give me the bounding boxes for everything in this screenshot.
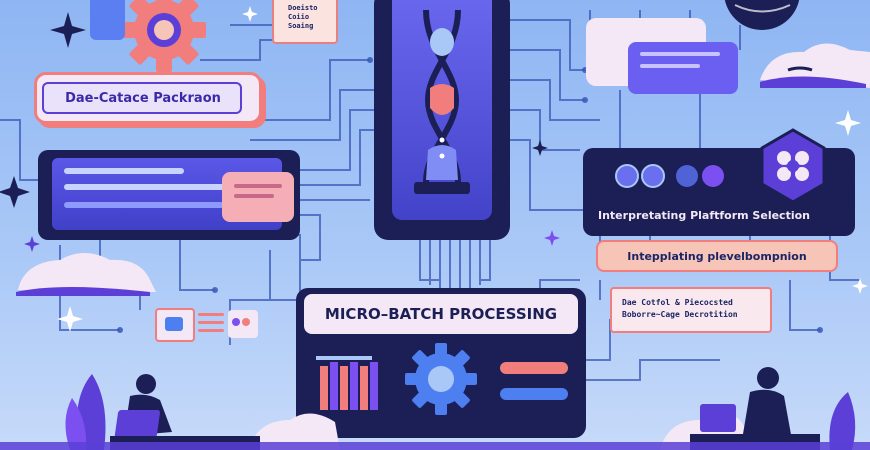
top-note-line2: Coiio <box>288 13 310 21</box>
top-note-card: Doeisto Coiio Soaing <box>272 0 338 44</box>
gear-icon <box>405 343 477 415</box>
pink-line-1 <box>234 184 282 188</box>
chat-line-1 <box>198 313 224 316</box>
panel-line-2 <box>64 184 254 190</box>
pink-note-card <box>222 172 294 222</box>
deco-note-card: Dae Cotfol & Piecocsted Boborre~Cage Dec… <box>610 287 772 333</box>
person-dot-1 <box>232 318 240 326</box>
pink-line-2 <box>234 194 274 198</box>
chat-line-3 <box>198 329 224 332</box>
batch-bars <box>316 356 378 410</box>
deco-line-1: Dae Cotfol & Piecocsted <box>622 298 733 307</box>
top-note-line1: Doeisto <box>288 4 318 12</box>
person-dot-2 <box>242 318 250 326</box>
top-note-line3: Soaing <box>288 22 314 30</box>
status-dots <box>615 164 724 188</box>
data-cache-label: Dae-Catace Packraon <box>65 90 221 106</box>
panel-line-1 <box>64 168 184 174</box>
platform-selection-label: Interpretating Plaftform Selection <box>598 208 810 222</box>
inner-line-2 <box>640 64 700 68</box>
data-cache-label-frame <box>42 82 242 114</box>
deco-line-2: Boborre~Cage Decrotition <box>622 310 738 319</box>
chat-card <box>155 308 195 342</box>
right-top-card-inner <box>628 42 738 94</box>
interpolating-label: Intepplating plevelbompnion <box>627 249 807 263</box>
chip-tile <box>90 0 125 40</box>
hexagon-node-icon <box>760 128 826 204</box>
panel-line-3 <box>64 202 224 208</box>
progress-bar-2 <box>500 388 568 400</box>
chat-icon <box>165 317 183 331</box>
hourglass-icon <box>414 9 470 194</box>
chat-line-2 <box>198 321 224 324</box>
progress-bar-1 <box>500 362 568 374</box>
interpolating-pill <box>596 240 838 272</box>
inner-line-1 <box>640 52 720 56</box>
chat-lines <box>198 313 224 337</box>
gear-icon <box>122 0 206 72</box>
people-tile <box>228 310 258 338</box>
micro-batch-header <box>304 294 578 334</box>
micro-batch-title: MICRO–BATCH PROCESSING <box>324 305 558 323</box>
